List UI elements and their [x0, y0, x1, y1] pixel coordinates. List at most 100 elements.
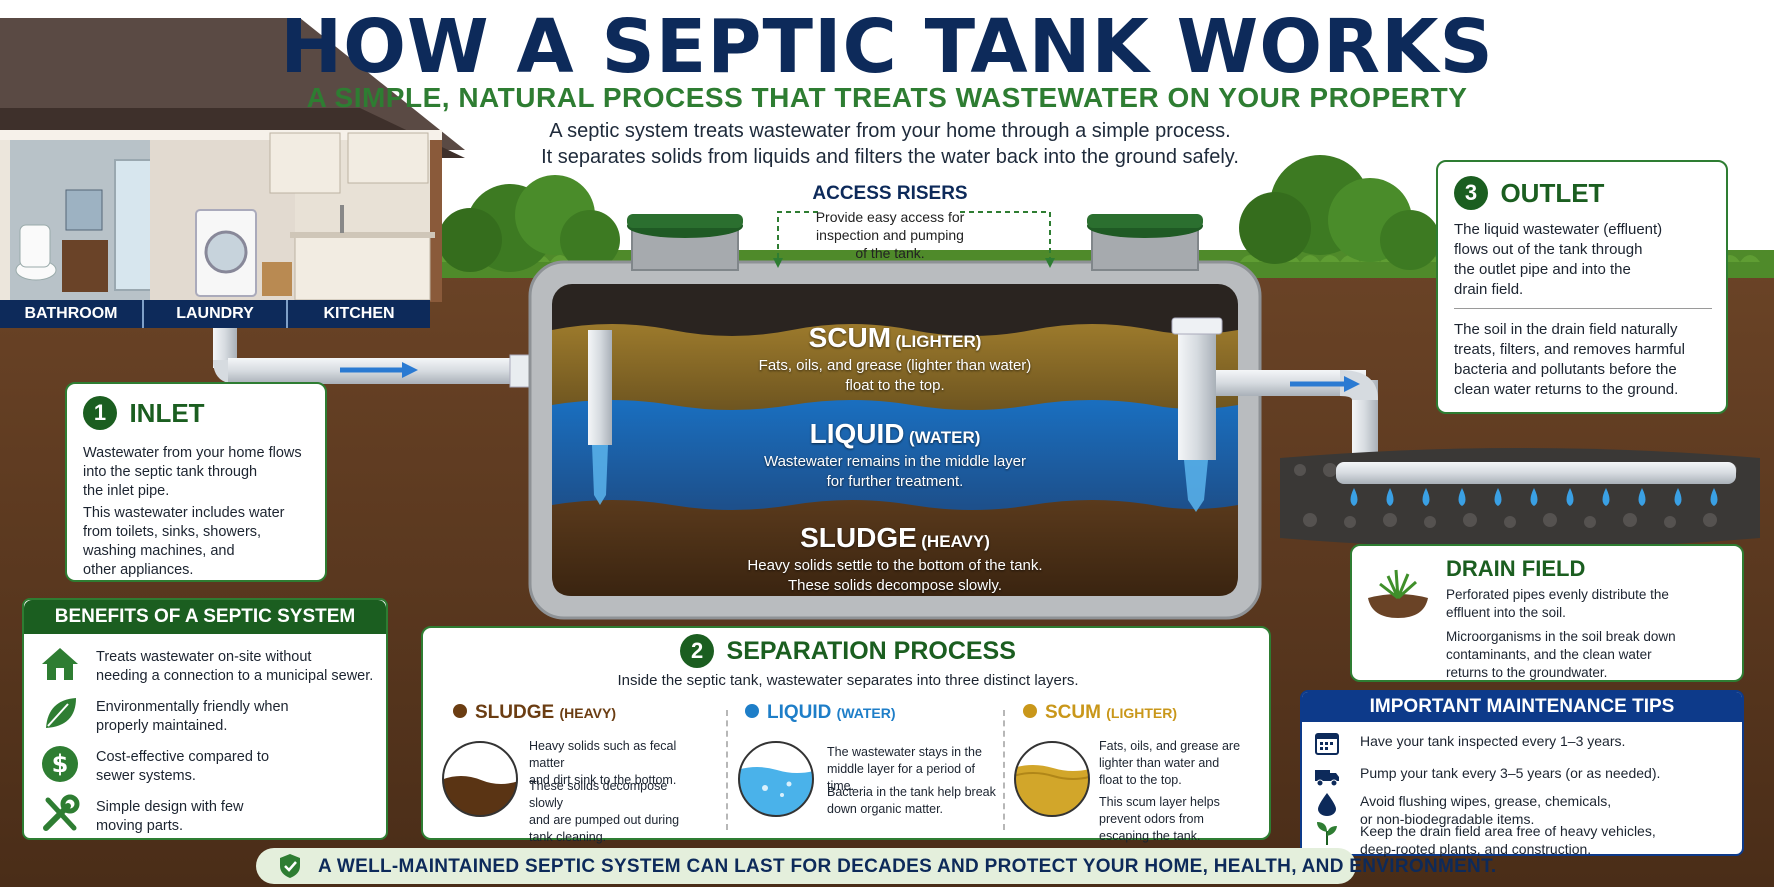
desc-line: The wastewater stays in the — [827, 745, 982, 759]
benefit-line: Simple design with few — [96, 799, 244, 815]
desc-line: from toilets, sinks, showers, — [83, 524, 262, 540]
desc-line: These solids decompose slowly — [529, 779, 668, 810]
scum-layer-desc: Fats, oils, and grease (lighter than wat… — [680, 356, 1110, 396]
page-title: HOW A SEPTIC TANK WORKS — [280, 4, 1494, 90]
layer-desc-line: float to the top. — [845, 377, 945, 394]
column-heading: SCUM (LIGHTER) — [1023, 702, 1177, 724]
desc-line: other appliances. — [83, 562, 194, 578]
sludge-layer-desc: Heavy solids settle to the bottom of the… — [680, 556, 1110, 596]
desc-line: flows out of the tank through — [1454, 241, 1643, 258]
drain-field-gravel — [1280, 448, 1760, 548]
column-desc-1: Heavy solids such as fecal matter and di… — [529, 738, 704, 789]
drain-field-desc-2: Microorganisms in the soil break down co… — [1446, 628, 1742, 682]
outlet-title: OUTLET — [1500, 177, 1605, 208]
step-number-badge: 3 — [1454, 176, 1488, 210]
benefit-text: Cost-effective compared to sewer systems… — [96, 748, 269, 786]
desc-line: Perforated pipes evenly distribute the — [1446, 587, 1669, 602]
column-divider — [1003, 710, 1005, 830]
liquid-layer-desc: Wastewater remains in the middle layer f… — [680, 452, 1110, 492]
tip-text: Have your tank inspected every 1–3 years… — [1360, 732, 1710, 750]
septic-tank — [528, 214, 1262, 620]
benefit-line: Cost-effective compared to — [96, 749, 270, 765]
intro-line: A septic system treats wastewater from y… — [549, 120, 1231, 142]
desc-line: Bacteria in the tank help break — [827, 785, 996, 799]
layer-desc-line: These solids decompose slowly. — [788, 577, 1002, 594]
svg-text:$: $ — [52, 750, 69, 778]
desc-line: lighter than water and — [1099, 756, 1220, 770]
maintenance-card: IMPORTANT MAINTENANCE TIPS Have your tan… — [1300, 690, 1744, 857]
shield-check-icon — [280, 854, 300, 878]
benefit-item: $ Cost-effective compared to sewer syste… — [40, 744, 380, 788]
separation-desc: Inside the septic tank, wastewater separ… — [617, 672, 1079, 689]
separation-card: 2 SEPARATION PROCESS Inside the septic t… — [421, 626, 1271, 844]
room-label-laundry: LAUNDRY — [144, 300, 288, 328]
sludge-circle-icon — [442, 741, 518, 817]
access-risers-title: ACCESS RISERS — [812, 183, 968, 204]
tip-line: or non-biodegradable items. — [1360, 811, 1535, 827]
tip-item: Pump your tank every 3–5 years (or as ne… — [1314, 762, 1704, 788]
tip-text: Keep the drain field area free of heavy … — [1360, 822, 1710, 858]
drain-field-card: DRAIN FIELD Perforated pipes evenly dist… — [1350, 544, 1744, 682]
step-number-badge: 2 — [680, 634, 715, 668]
desc-line: escaping the tank. — [1099, 829, 1201, 843]
outlet-card: 3 OUTLET The liquid wastewater (effluent… — [1436, 160, 1728, 414]
drop-icon — [1318, 793, 1336, 816]
layer-desc-line: Heavy solids settle to the bottom of the… — [747, 557, 1043, 574]
benefit-text: Environmentally friendly when properly m… — [96, 698, 289, 736]
desc-line: Fats, oils, and grease are — [1099, 739, 1241, 753]
desc-line: prevent odors from — [1099, 812, 1204, 826]
intro-text: A septic system treats wastewater from y… — [440, 118, 1340, 170]
benefit-item: Simple design with few moving parts. — [40, 794, 380, 838]
outlet-desc-2: The soil in the drain field naturally tr… — [1454, 320, 1724, 400]
plant-icon — [1317, 822, 1337, 845]
liquid-circle-icon — [738, 741, 814, 817]
calendar-icon — [1315, 733, 1339, 755]
layer-desc-line: for further treatment. — [826, 473, 964, 490]
tip-line: Keep the drain field area free of heavy … — [1360, 823, 1656, 839]
column-name: LIQUID — [767, 702, 832, 723]
tip-item: Avoid flushing wipes, grease, chemicals,… — [1314, 790, 1704, 827]
column-desc-2: Bacteria in the tank help break down org… — [827, 784, 997, 818]
bush-left — [438, 175, 620, 272]
riser-arrows — [777, 211, 1051, 262]
inlet-desc-2: This wastewater includes water from toil… — [83, 504, 323, 580]
bush-right — [1239, 155, 1440, 270]
dollar-icon: $ — [42, 746, 78, 782]
layer-note: (WATER) — [908, 428, 981, 447]
scum-column: SCUM (LIGHTER) Fats, oils, and grease ar… — [1011, 696, 1271, 843]
divider — [1454, 308, 1712, 309]
benefits-title: BENEFITS OF A SEPTIC SYSTEM — [24, 600, 386, 634]
layer-desc-line: Fats, oils, and grease (lighter than wat… — [758, 357, 1032, 374]
liquid-column: LIQUID (WATER) The wastewater stays in t… — [733, 696, 996, 836]
room-label-kitchen: KITCHEN — [323, 305, 395, 322]
desc-line: treats, filters, and removes harmful — [1454, 341, 1685, 358]
benefit-item: Treats wastewater on-site without needin… — [40, 644, 380, 688]
tip-item: Keep the drain field area free of heavy … — [1314, 820, 1704, 857]
liquid-layer-title: LIQUID (WATER) — [700, 418, 1090, 450]
sludge-dot-icon — [453, 704, 467, 718]
outlet-pipe — [1216, 370, 1378, 462]
benefits-card: BENEFITS OF A SEPTIC SYSTEM Treats waste… — [22, 598, 388, 840]
column-note: (LIGHTER) — [1106, 705, 1177, 721]
room-label-bathroom: BATHROOM — [0, 300, 144, 328]
maintenance-title: IMPORTANT MAINTENANCE TIPS — [1302, 692, 1742, 722]
column-desc-2: These solids decompose slowly and are pu… — [529, 778, 704, 846]
sludge-column: SLUDGE (HEAVY) Heavy solids such as feca… — [441, 696, 704, 844]
step-number-badge: 1 — [83, 396, 117, 430]
scum-circle-icon — [1014, 741, 1090, 817]
scum-dot-icon — [1023, 704, 1037, 718]
desc-line: and are pumped out during — [529, 813, 680, 827]
column-heading: LIQUID (WATER) — [745, 702, 896, 724]
tip-text: Pump your tank every 3–5 years (or as ne… — [1360, 764, 1710, 782]
drain-field-title: DRAIN FIELD — [1446, 556, 1586, 581]
bottom-banner: A WELL-MAINTAINED SEPTIC SYSTEM CAN LAST… — [256, 848, 1496, 884]
desc-line: tank cleaning. — [529, 830, 607, 844]
desc-line: This wastewater includes water — [83, 505, 285, 521]
desc-line: The soil in the drain field naturally — [1454, 321, 1678, 338]
desc-line: The liquid wastewater (effluent) — [1454, 221, 1663, 238]
grass-icon — [1368, 569, 1428, 618]
layer-desc-line: Wastewater remains in the middle layer — [763, 453, 1027, 470]
inlet-card: 1 INLET Wastewater from your home flows … — [65, 382, 327, 582]
desc-line: float to the top. — [1099, 773, 1182, 787]
tip-line: Have your tank inspected every 1–3 years… — [1360, 733, 1626, 749]
